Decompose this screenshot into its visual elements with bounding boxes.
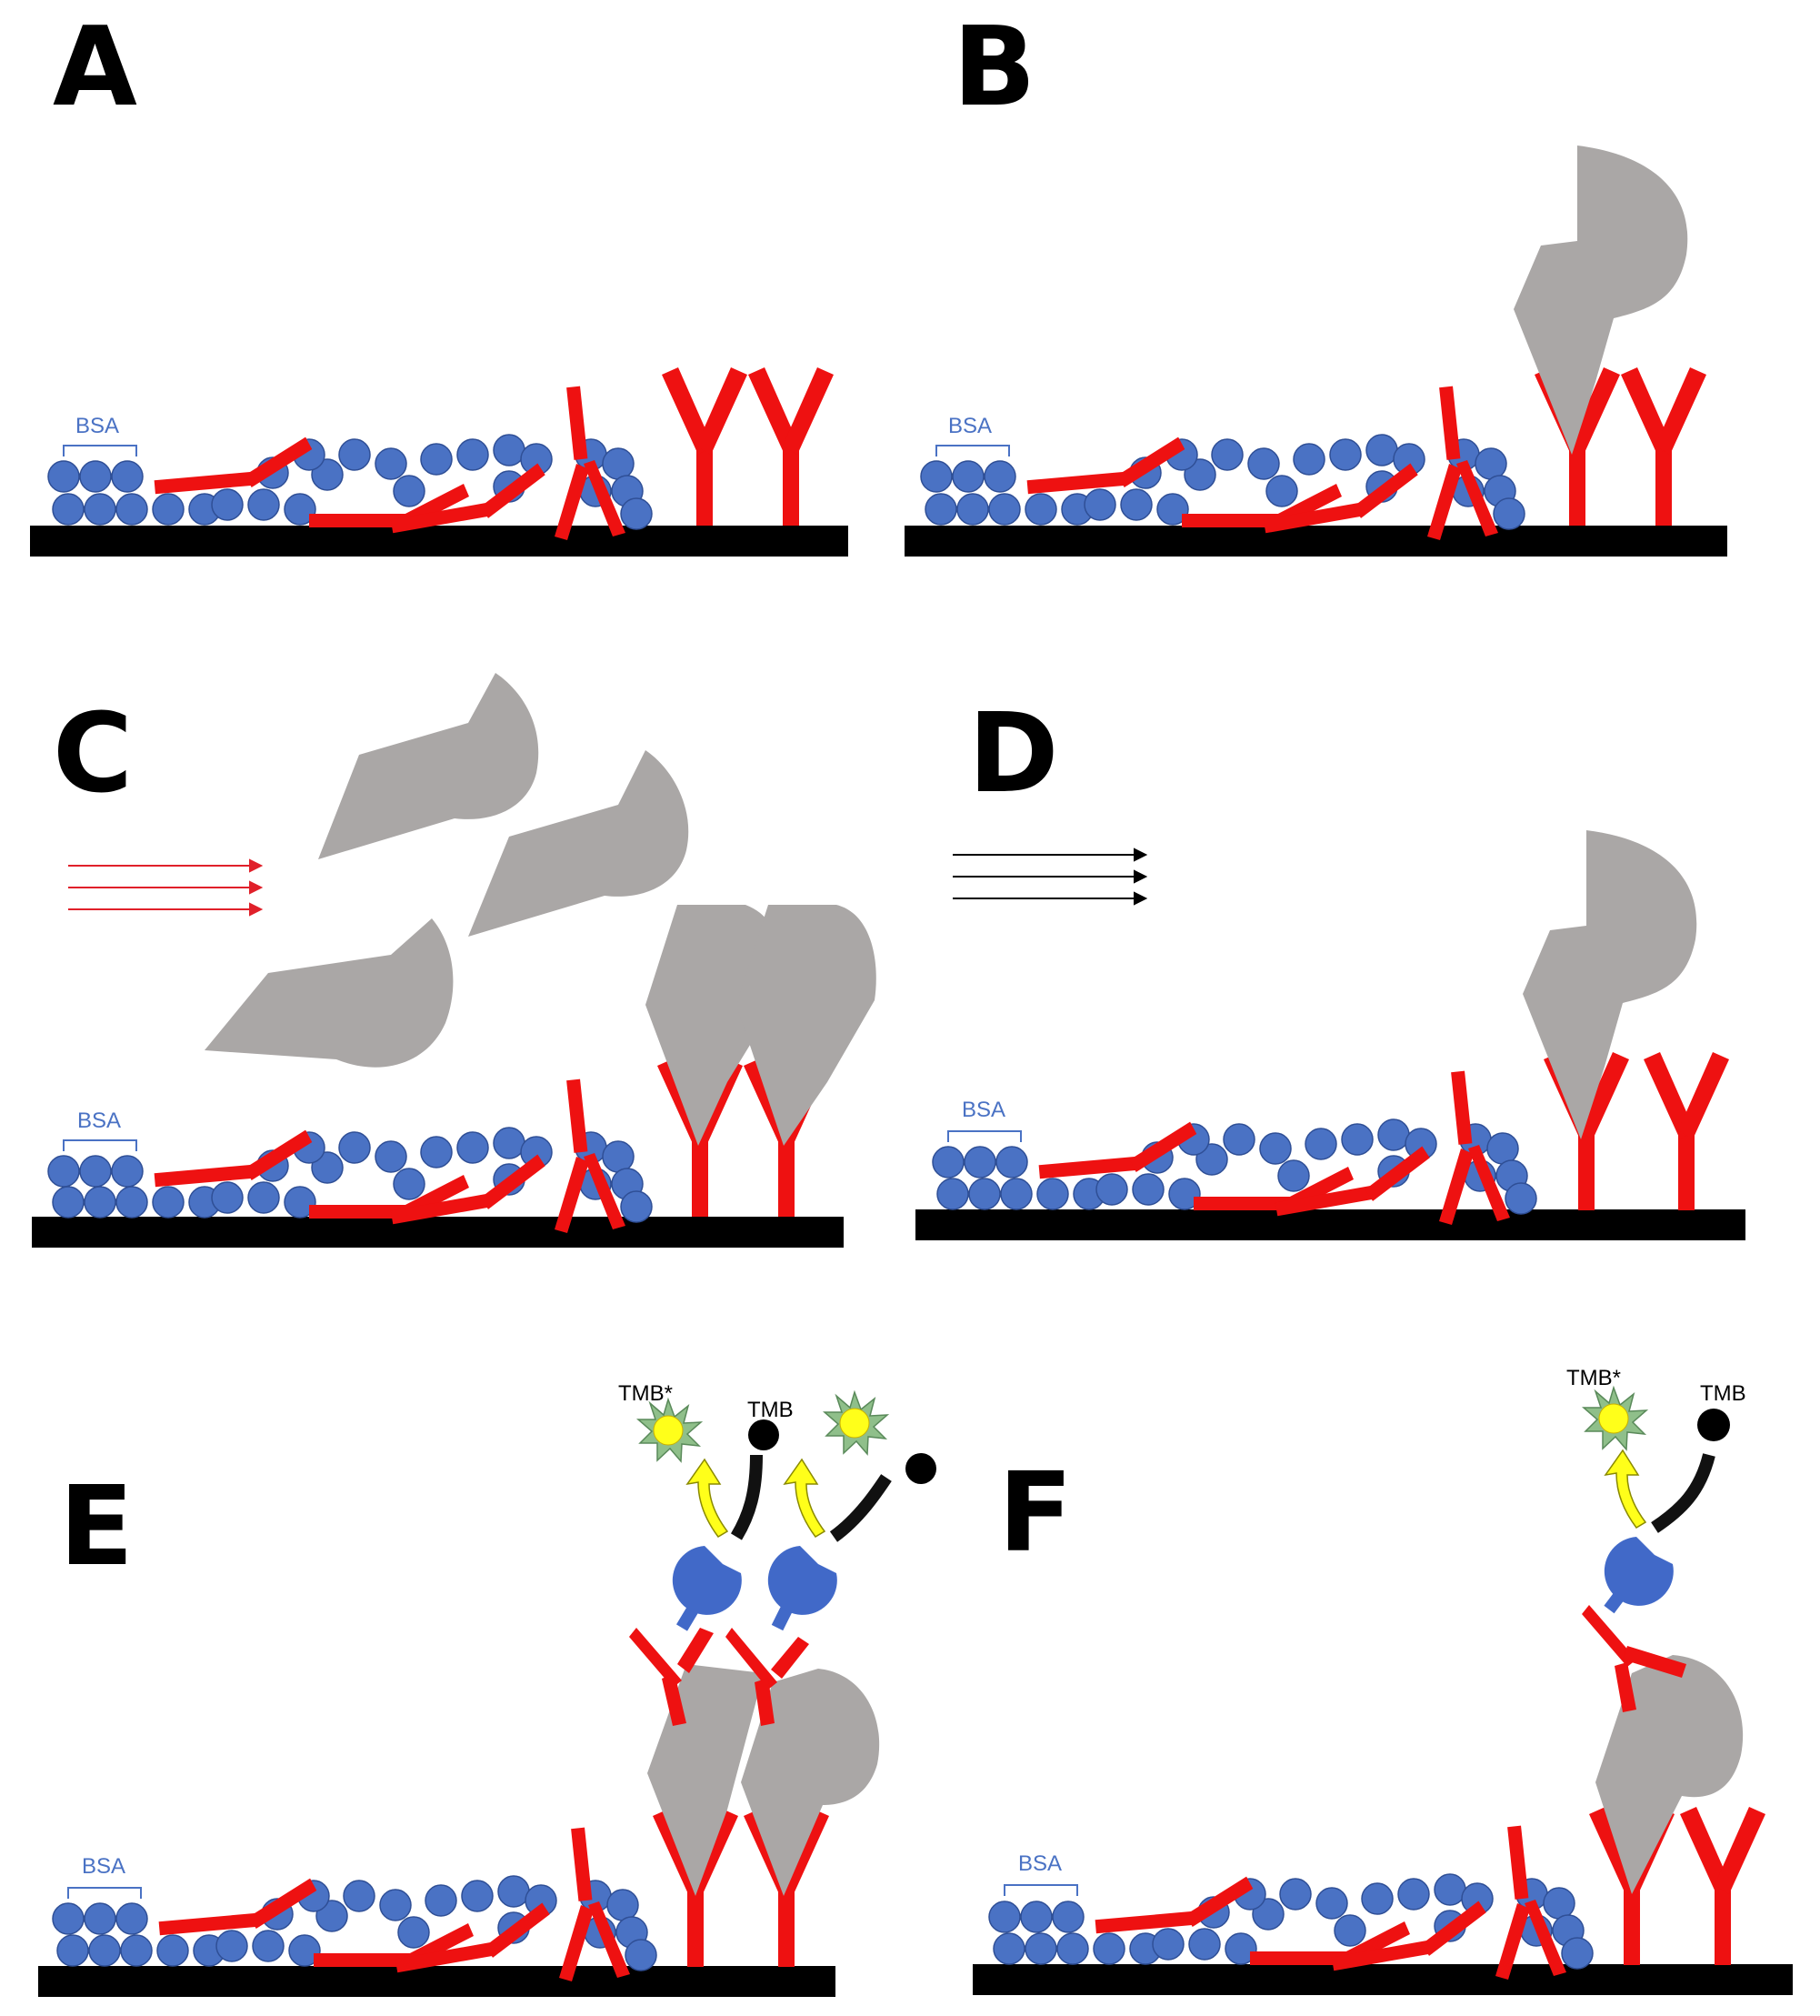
reaction-arrows bbox=[685, 1454, 892, 1542]
bsa-label: BSA bbox=[948, 414, 992, 438]
detection-antibodies bbox=[629, 1579, 809, 1726]
bsa-bracket bbox=[935, 445, 1010, 456]
substrate bbox=[32, 1217, 844, 1248]
hrp-enzyme bbox=[1604, 1537, 1674, 1606]
panel-b: B BSA bbox=[905, 5, 1727, 557]
bsa-label: BSA bbox=[82, 1854, 125, 1879]
panel-d: D BSA bbox=[915, 691, 1745, 1240]
tmb-icon bbox=[748, 1419, 779, 1450]
tmb-star-icon bbox=[1583, 1387, 1647, 1450]
bound-antigen bbox=[1595, 1655, 1744, 1894]
tmb-label: TMB bbox=[1700, 1381, 1746, 1406]
panel-e: E BSA bbox=[38, 1381, 936, 1997]
panel-letter-c: C bbox=[53, 691, 133, 817]
panel-letter-b: B bbox=[953, 5, 1035, 131]
tmb-label: TMB bbox=[747, 1398, 794, 1422]
hrp-enzymes bbox=[672, 1546, 837, 1615]
substrate bbox=[905, 526, 1727, 557]
panel-f: F BSA bbox=[973, 1366, 1793, 1995]
bsa-label: BSA bbox=[962, 1098, 1005, 1122]
free-antigens bbox=[205, 673, 689, 1068]
panel-c: C BSA bbox=[32, 673, 876, 1248]
substrate bbox=[973, 1964, 1793, 1995]
bsa-bracket bbox=[63, 445, 137, 456]
tmb-icon bbox=[905, 1453, 936, 1484]
tmb-star-label: TMB* bbox=[1566, 1366, 1621, 1390]
bsa-bracket bbox=[67, 1887, 142, 1899]
substrate bbox=[915, 1209, 1745, 1240]
bsa-label: BSA bbox=[75, 414, 119, 438]
substrate bbox=[38, 1966, 835, 1997]
reaction-arrows bbox=[1604, 1449, 1715, 1533]
tmb-star-label: TMB* bbox=[618, 1381, 673, 1406]
bsa-bracket bbox=[1004, 1884, 1078, 1896]
flow-arrows bbox=[953, 848, 1148, 906]
panel-letter-d: D bbox=[968, 691, 1059, 817]
bsa-label: BSA bbox=[77, 1108, 121, 1133]
panel-letter-e: E bbox=[59, 1464, 134, 1590]
bound-antigens bbox=[645, 905, 876, 1146]
bsa-bracket bbox=[947, 1130, 1022, 1142]
bsa-label: BSA bbox=[1018, 1851, 1062, 1876]
panel-letter-a: A bbox=[53, 5, 137, 131]
substrate bbox=[30, 526, 848, 557]
panel-letter-f: F bbox=[998, 1450, 1073, 1577]
flow-arrows bbox=[68, 858, 264, 917]
bsa-bracket bbox=[63, 1139, 137, 1151]
tmb-icon bbox=[1697, 1409, 1730, 1441]
panel-a: A BSA bbox=[30, 5, 848, 557]
tmb-star-icon bbox=[637, 1399, 702, 1462]
tmb-molecules bbox=[637, 1391, 936, 1484]
tmb-star-icon bbox=[824, 1391, 888, 1455]
